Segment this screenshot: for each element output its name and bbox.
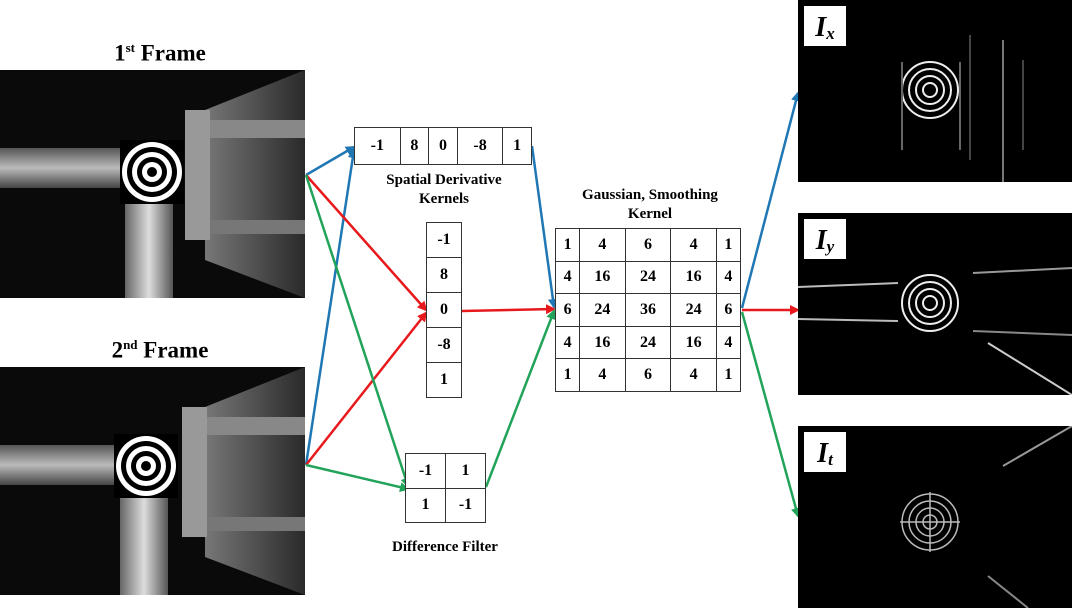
- arrow-frame1-to-row-kernel: [305, 145, 356, 177]
- gaussian-cell: 4: [670, 228, 717, 262]
- first-frame-image: [0, 70, 305, 298]
- second-frame-image: [0, 367, 305, 595]
- second-frame-title: 2nd Frame: [60, 337, 260, 364]
- diff-filter-cell: -1: [445, 487, 486, 523]
- gaussian-cell: 6: [715, 293, 742, 327]
- col-kernel-cell: 8: [426, 257, 462, 293]
- first-frame-title: 1st Frame: [60, 40, 260, 67]
- iy-symbol: I: [815, 225, 827, 256]
- gaussian-cell: 1: [554, 358, 581, 392]
- gaussian-cell: 16: [670, 325, 717, 360]
- gaussian-cell: 24: [670, 293, 717, 327]
- arrow-frame1-to-diff-filter: [304, 174, 411, 488]
- first-frame-title-text: Frame: [135, 40, 206, 66]
- spatial-derivative-caption-line2: Kernels: [419, 191, 469, 207]
- difference-filter-kernel: -1 1 1 -1: [405, 453, 486, 523]
- gaussian-cell: 4: [715, 260, 742, 295]
- difference-filter-caption: Difference Filter: [392, 539, 498, 555]
- gaussian-cell: 16: [579, 260, 626, 295]
- gaussian-cell: 1: [715, 358, 742, 392]
- spatial-derivative-caption-line1: Spatial Derivative: [386, 172, 502, 188]
- second-frame-title-sup: nd: [123, 337, 138, 352]
- row-kernel-cell: -1: [354, 127, 401, 165]
- gaussian-cell: 24: [624, 260, 672, 295]
- gaussian-cell: 4: [715, 325, 742, 360]
- col-kernel-cell: -1: [426, 222, 462, 258]
- gaussian-cell: 4: [579, 358, 626, 392]
- it-symbol: I: [817, 438, 829, 469]
- arrow-gaussian-to-it: [740, 311, 801, 518]
- gaussian-cell: 16: [670, 260, 717, 295]
- gaussian-cell: 4: [554, 260, 581, 295]
- second-frame-title-text: Frame: [137, 337, 209, 363]
- diff-filter-cell: 1: [405, 487, 446, 523]
- first-frame-scene: [0, 70, 305, 298]
- arrow-frame2-to-row-kernel: [304, 148, 358, 466]
- row-derivative-kernel: -1 8 0 -8 1: [354, 127, 532, 165]
- arrow-frame2-to-diff-filter: [305, 463, 410, 493]
- second-frame-title-number: 2: [111, 337, 124, 363]
- ix-subscript: x: [826, 24, 835, 43]
- gaussian-cell: 4: [579, 228, 626, 262]
- arrow-frame1-to-col-kernel: [305, 174, 428, 312]
- arrow-col-kernel-to-gaussian: [461, 304, 556, 315]
- row-kernel-cell: 1: [502, 127, 532, 165]
- gaussian-cell: 16: [579, 325, 626, 360]
- gaussian-caption: Gaussian, Smoothing Kernel: [545, 186, 755, 224]
- col-kernel-cell: 0: [426, 292, 462, 328]
- arrow-row-kernel-to-gaussian: [530, 145, 558, 309]
- it-subscript: t: [828, 450, 833, 469]
- row-kernel-cell: 8: [399, 127, 430, 165]
- arrow-gaussian-to-ix: [740, 91, 801, 309]
- first-frame-title-sup: st: [125, 40, 135, 55]
- ix-symbol: I: [815, 12, 827, 43]
- arrow-frame2-to-col-kernel: [305, 311, 428, 466]
- spatial-derivative-caption: Spatial Derivative Kernels: [353, 171, 535, 209]
- col-kernel-cell: -8: [426, 327, 462, 363]
- second-frame-scene: [0, 367, 305, 595]
- arrow-diff-filter-to-gaussian: [484, 309, 556, 488]
- gaussian-cell: 36: [624, 293, 672, 327]
- gaussian-kernel: 1 4 6 4 1 4 16 24 16 4 6 24 36 24 6 4 16…: [554, 228, 742, 392]
- gaussian-cell: 1: [554, 228, 581, 262]
- gaussian-cell: 24: [579, 293, 626, 327]
- gaussian-cell: 4: [670, 358, 717, 392]
- gaussian-caption-line1: Gaussian, Smoothing: [582, 187, 718, 203]
- gaussian-cell: 1: [715, 228, 742, 262]
- gaussian-cell: 6: [624, 358, 672, 392]
- diff-filter-cell: -1: [405, 453, 446, 489]
- iy-subscript: y: [826, 237, 835, 256]
- first-frame-title-number: 1: [114, 40, 126, 66]
- gaussian-cell: 6: [554, 293, 581, 327]
- gaussian-cell: 24: [624, 325, 672, 360]
- col-kernel-cell: 1: [426, 362, 462, 398]
- row-kernel-cell: -8: [456, 127, 504, 165]
- gaussian-cell: 6: [624, 228, 672, 262]
- gaussian-caption-line2: Kernel: [627, 206, 673, 222]
- column-derivative-kernel: -1 8 0 -8 1: [426, 222, 462, 398]
- row-kernel-cell: 0: [428, 127, 458, 165]
- gaussian-cell: 4: [554, 325, 581, 360]
- diff-filter-cell: 1: [445, 453, 486, 489]
